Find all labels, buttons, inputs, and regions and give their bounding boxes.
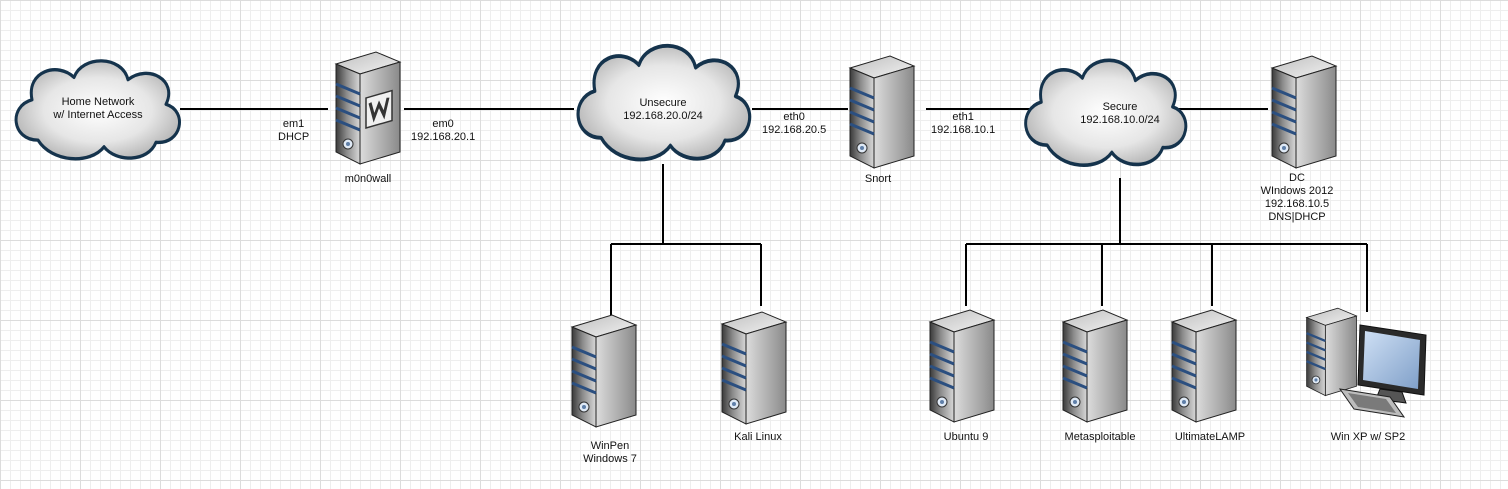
- dc-server-icon: [1270, 54, 1338, 170]
- link-unsecure-hosts: [610, 164, 762, 318]
- snort-server-icon: [848, 54, 916, 170]
- ubuntu-label: Ubuntu 9: [943, 431, 989, 443]
- kali-server-icon: [720, 310, 788, 426]
- keyboard-icon: [1338, 388, 1406, 418]
- firewall-logo-icon: [365, 89, 393, 129]
- ubuntu-server-icon: [928, 308, 996, 424]
- m0n0wall-label: m0n0wall: [344, 173, 392, 185]
- connection-lines: [180, 108, 1368, 318]
- metasploitable-label: Metasploitable: [1064, 431, 1136, 443]
- link-secure-hosts: [965, 178, 1368, 312]
- winxp-label: Win XP w/ SP2: [1330, 431, 1406, 443]
- m0n0wall-server-icon: [334, 50, 402, 166]
- winxp-workstation-icon: [1305, 307, 1427, 418]
- ultimatelamp-server-icon: [1170, 308, 1238, 424]
- monitor-icon: [1357, 324, 1427, 404]
- winpen-server-icon: [570, 313, 638, 429]
- ultimatelamp-label: UltimateLAMP: [1174, 431, 1246, 443]
- kali-label: Kali Linux: [734, 431, 782, 443]
- snort-label: Snort: [864, 173, 892, 185]
- metasploitable-server-icon: [1061, 308, 1129, 424]
